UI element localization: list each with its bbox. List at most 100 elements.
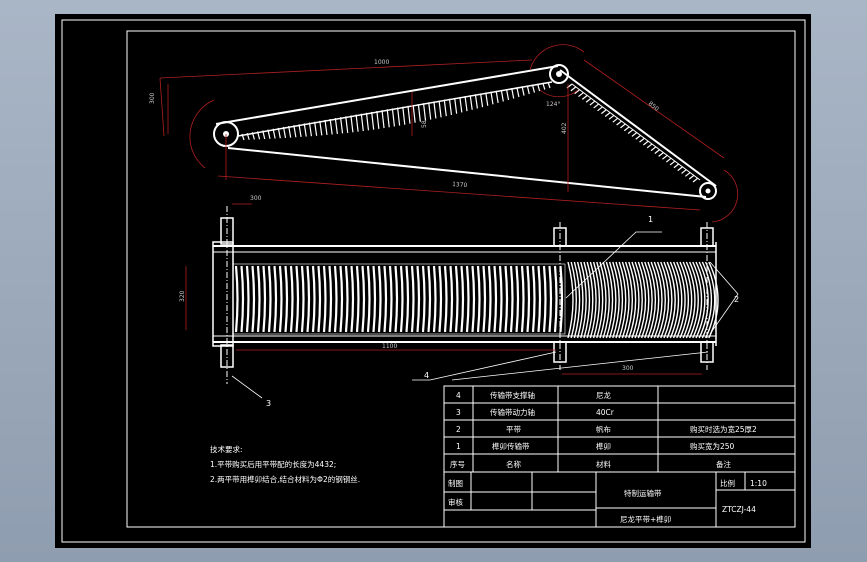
part-row-1-no: 4 <box>456 391 461 400</box>
belt-slat <box>692 177 699 183</box>
dim-right-spacing: 300 <box>622 365 634 372</box>
front-slat <box>421 265 426 333</box>
front-slat <box>240 265 245 333</box>
dim-front-height: 320 <box>179 290 186 302</box>
front-slat <box>553 265 558 333</box>
front-slat <box>542 265 547 333</box>
callout-1: 1 <box>648 215 653 224</box>
front-slat-curved <box>612 261 620 339</box>
belt-slat <box>574 89 581 95</box>
front-slat <box>443 265 448 333</box>
front-slat <box>531 265 536 333</box>
belt-slat <box>639 137 645 143</box>
dim-left-height: 300 <box>149 92 156 104</box>
front-slat-curved <box>637 261 647 339</box>
belt-top-inner <box>237 81 553 137</box>
belt-slat <box>650 146 657 152</box>
belt-slat <box>631 131 638 137</box>
belt-slat <box>516 87 520 98</box>
front-slat-curved <box>608 261 617 339</box>
belt-slat <box>376 111 380 129</box>
belt-slat <box>479 93 484 108</box>
belt-slat <box>623 126 630 132</box>
side-view: 1000 300 58 124° 402 850 1370 <box>149 44 739 223</box>
belt-slat <box>658 151 665 157</box>
dim-angle: 124° <box>546 101 560 108</box>
tech-req-item-2: 2.两平带用榫卯结合,结合材料为Φ2的钢钢丝. <box>210 474 360 484</box>
front-slat <box>548 265 553 333</box>
belt-slat <box>282 126 287 139</box>
parts-list <box>443 385 796 528</box>
front-slat-curved <box>570 261 577 339</box>
belt-slat <box>288 125 292 138</box>
front-slat <box>333 265 338 333</box>
front-slat <box>405 265 410 333</box>
front-slat <box>471 265 476 333</box>
technical-requirements: 技术要求: 1.平带购买后用平带配的长度为4432; 2.两平带用榫卯结合,结合… <box>210 444 360 484</box>
front-dimension-lines <box>185 203 702 375</box>
side-dimension-lines <box>159 44 739 223</box>
front-slat-curved <box>653 261 663 339</box>
part-row-2-material: 40Cr <box>596 408 615 417</box>
front-slat <box>515 265 520 333</box>
belt-slat <box>443 99 447 117</box>
belt-slat <box>365 112 370 131</box>
belt-slat <box>505 88 510 101</box>
tech-req-title: 技术要求: <box>210 444 243 454</box>
belt-slat <box>277 127 281 139</box>
front-slat <box>295 265 300 333</box>
belt-slat <box>474 94 478 109</box>
part-row-3-material: 帆布 <box>596 424 611 434</box>
belt-slat <box>521 86 525 96</box>
front-slat <box>289 265 294 333</box>
belt-bottom <box>227 147 707 198</box>
belt-slat <box>511 88 515 99</box>
belt-slat <box>495 90 499 104</box>
front-slat-curved <box>650 261 660 339</box>
dim-mid-height: 402 <box>561 122 568 134</box>
front-slat <box>251 265 256 333</box>
front-slat-curved <box>580 261 587 339</box>
belt-slat <box>570 86 577 92</box>
belt-slat <box>677 166 684 172</box>
front-slat <box>526 265 531 333</box>
belt-slat <box>386 109 390 128</box>
belt-top-outer <box>215 65 559 125</box>
right-pulley-hub <box>705 188 711 194</box>
callout-3: 3 <box>266 399 271 408</box>
part-row-1-material: 尼龙 <box>596 390 611 400</box>
front-slat-curved <box>586 261 594 339</box>
front-slat <box>278 265 283 333</box>
front-slat-curved <box>663 261 673 339</box>
title-drawing-no: ZTCZJ-44 <box>722 505 756 514</box>
right-pulley <box>699 182 717 200</box>
belt-slat <box>262 130 266 140</box>
front-slat-curved <box>704 261 716 339</box>
front-slat <box>449 265 454 333</box>
parts-header-note: 备注 <box>716 459 731 469</box>
front-slat-curved <box>701 261 713 339</box>
belt-slat <box>665 157 672 163</box>
front-slat <box>537 265 542 333</box>
part-row-2-no: 3 <box>456 408 461 417</box>
front-slat <box>267 265 272 333</box>
front-slat <box>344 265 349 333</box>
belt-slat <box>407 105 411 124</box>
front-slat <box>432 265 437 333</box>
front-slat <box>476 265 481 333</box>
front-slat-curved <box>596 261 604 339</box>
front-view: 1100 320 300 300 1 2 3 4 <box>179 195 739 408</box>
front-slat-curved <box>573 261 581 339</box>
front-slat-curved <box>576 261 584 339</box>
belt-slat <box>355 114 359 132</box>
belt-slat <box>402 106 406 125</box>
belt-slat <box>396 107 401 126</box>
belt-slat <box>298 124 302 138</box>
front-slat <box>383 265 388 333</box>
parts-header-name: 名称 <box>506 459 521 469</box>
belt-slat <box>428 102 432 120</box>
front-slat <box>509 265 514 333</box>
tech-req-item-1: 1.平带购买后用平带配的长度为4432; <box>210 459 336 469</box>
part-row-3-name: 平带 <box>506 425 521 434</box>
